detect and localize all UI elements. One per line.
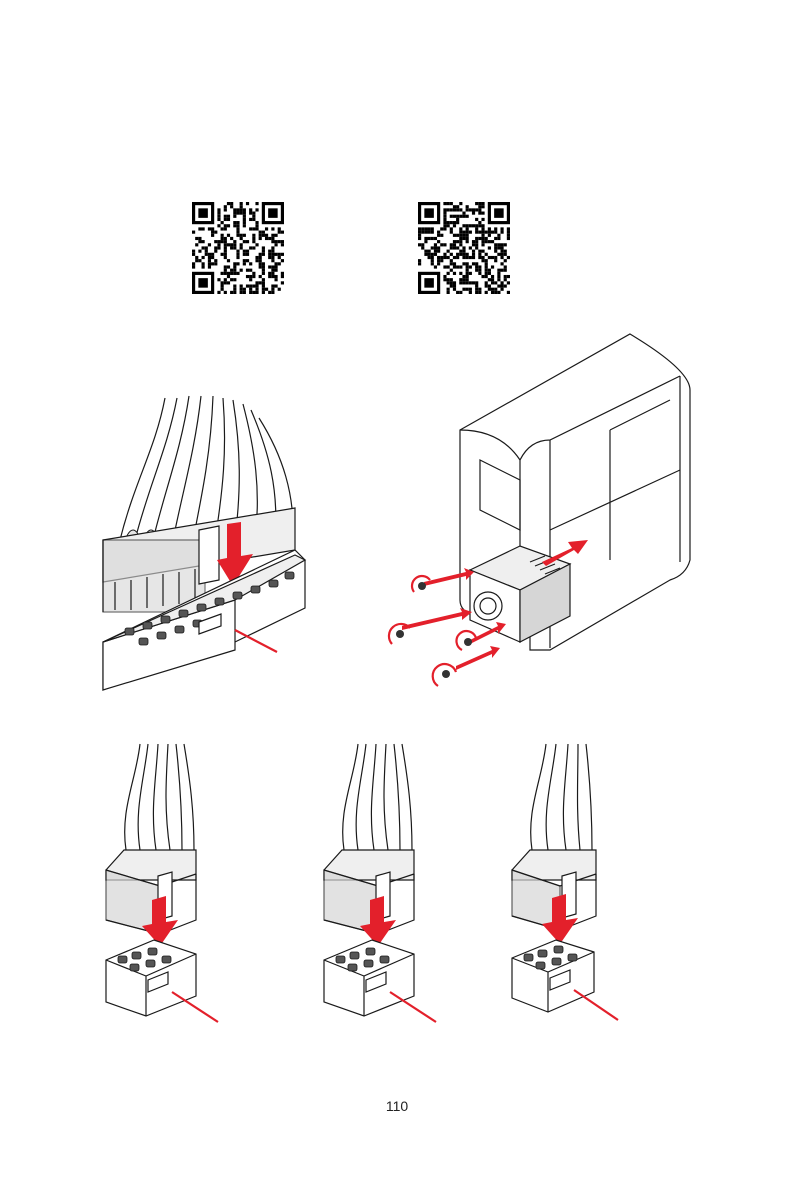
qr-code-right[interactable] <box>418 202 510 294</box>
pc-case-psu-install-icon <box>380 330 700 700</box>
page-number: 110 <box>374 1098 420 1114</box>
8-pin-power-connector-icon <box>318 740 458 1030</box>
6-pin-power-connector-icon <box>506 740 646 1030</box>
qr-code-icon <box>418 202 510 294</box>
qr-code-icon <box>192 202 284 294</box>
pcie-6pin-connector-illustration <box>506 740 646 1030</box>
atx-24pin-connector-illustration <box>95 390 315 710</box>
psu-installation-illustration <box>380 330 700 700</box>
pcie-8pin-connector-1-illustration <box>100 740 240 1030</box>
pcie-8pin-connector-2-illustration <box>318 740 458 1030</box>
qr-code-left[interactable] <box>192 202 284 294</box>
24-pin-power-connector-icon <box>95 390 315 710</box>
8-pin-power-connector-icon <box>100 740 240 1030</box>
